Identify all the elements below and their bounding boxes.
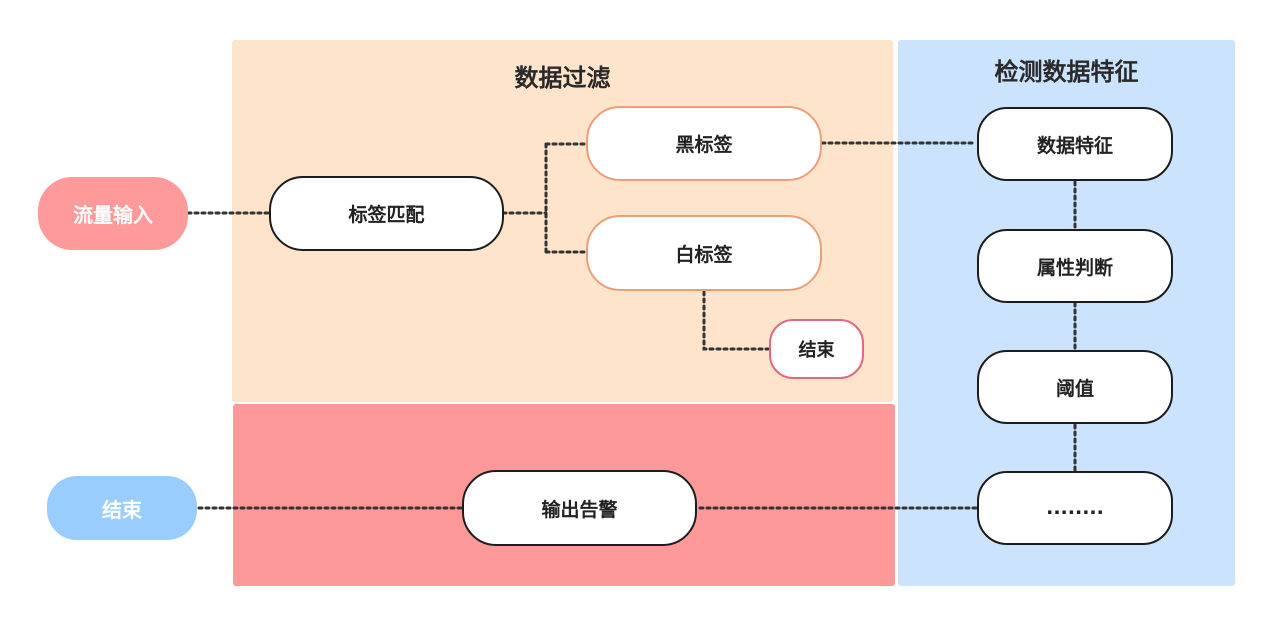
data-feature-label: 数据特征 (1036, 134, 1113, 157)
data-feature-node: 数据特征 (977, 107, 1173, 181)
traffic-input-node: 流量输入 (38, 177, 188, 250)
label-match-label: 标签匹配 (348, 204, 425, 226)
region-title-detect-features: 检测数据特征 (994, 58, 1139, 86)
output-alert-node: 输出告警 (462, 470, 697, 546)
region-title-data-filter: 数据过滤 (514, 64, 611, 92)
traffic-input-label: 流量输入 (73, 203, 153, 227)
white-label-label: 白标签 (675, 243, 733, 266)
end-final-label: 结束 (102, 497, 142, 522)
more-label: ........ (1046, 497, 1104, 519)
threshold-node: 阈值 (977, 350, 1173, 424)
attribute-judge-label: 属性判断 (1036, 256, 1113, 279)
black-label-node: 黑标签 (586, 106, 822, 181)
connector-match-to-labels (501, 142, 588, 254)
connector-white-to-end (702, 290, 770, 351)
end-small-node: 结束 (769, 319, 864, 379)
end-final-node: 结束 (47, 476, 197, 540)
attribute-judge-node: 属性判断 (977, 229, 1173, 303)
output-alert-label: 输出告警 (541, 498, 618, 521)
black-label-label: 黑标签 (675, 134, 733, 156)
threshold-label: 阈值 (1055, 377, 1094, 400)
label-match-node: 标签匹配 (269, 176, 504, 251)
more-node: ........ (977, 471, 1173, 545)
end-small-label: 结束 (798, 340, 835, 361)
white-label-node: 白标签 (586, 215, 822, 291)
